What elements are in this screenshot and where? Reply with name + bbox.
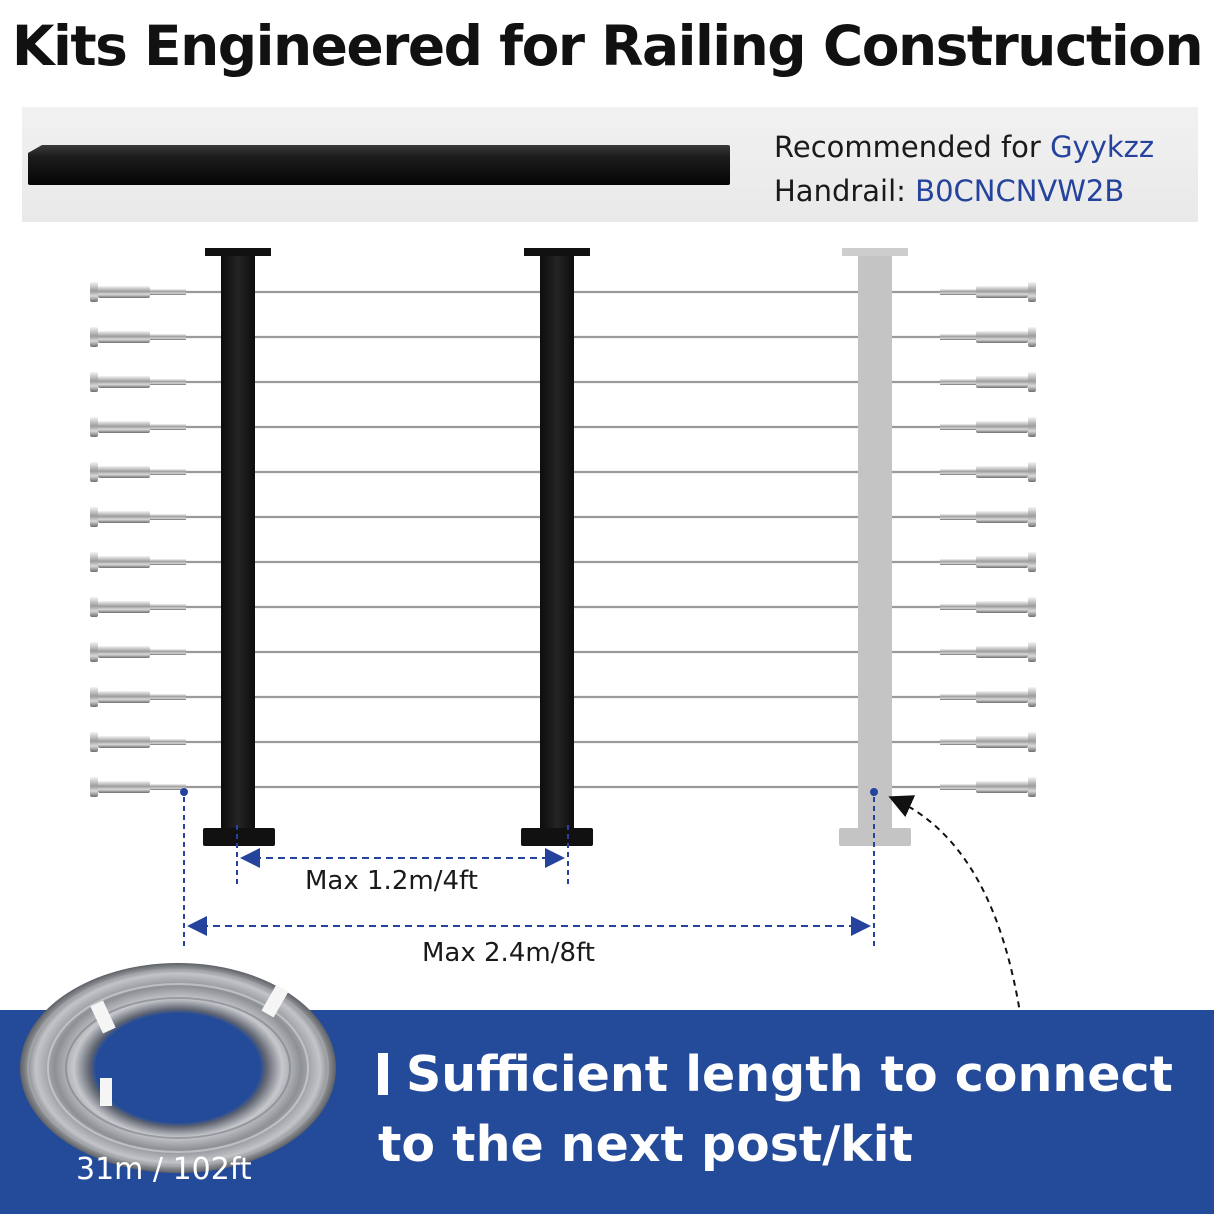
banner-message: Sufficient length to connect to the next… xyxy=(378,1040,1198,1180)
handrail-label: Handrail: xyxy=(774,174,906,208)
handrail-recommendation: Recommended for Gyykzz Handrail: B0CNCNV… xyxy=(774,125,1154,213)
cable-rows xyxy=(90,282,1036,797)
handrail-asin: B0CNCNVW2B xyxy=(915,174,1125,208)
post-1 xyxy=(203,248,275,846)
banner-line-1: Sufficient length to connect xyxy=(406,1046,1173,1103)
handrail-panel: Recommended for Gyykzz Handrail: B0CNCNV… xyxy=(22,107,1198,222)
dimension-cable-span xyxy=(180,788,878,950)
cable-coil-image xyxy=(20,963,336,1173)
handrail-image xyxy=(28,145,730,185)
post-spacing-label: Max 1.2m/4ft xyxy=(305,866,478,896)
recommended-prefix: Recommended for xyxy=(774,130,1041,164)
brand-name: Gyykzz xyxy=(1050,130,1155,164)
callout-arrow xyxy=(888,795,1025,1041)
coil-length-label: 31m / 102ft xyxy=(76,1152,252,1187)
cable-span-label: Max 2.4m/8ft xyxy=(422,938,595,968)
dimension-post-spacing xyxy=(236,825,569,885)
bullet-bar xyxy=(378,1053,388,1095)
banner-line-2: to the next post/kit xyxy=(378,1116,913,1173)
page-title: Kits Engineered for Railing Construction xyxy=(11,14,1204,78)
post-2 xyxy=(521,248,593,846)
